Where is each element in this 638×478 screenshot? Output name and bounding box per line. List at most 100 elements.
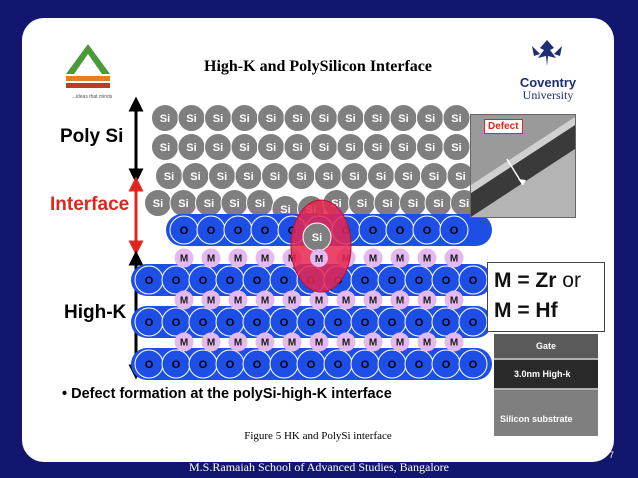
si-label: Si <box>402 171 412 183</box>
m-atom <box>363 332 383 352</box>
m-label: M <box>315 338 323 349</box>
o-label: O <box>172 317 181 329</box>
o-label: O <box>415 359 424 371</box>
si-label: Si <box>178 198 188 210</box>
o-label: O <box>388 359 397 371</box>
o-label: O <box>199 275 208 287</box>
o-label: O <box>253 359 262 371</box>
institute-logo-caption: ...ideas that.minds <box>71 94 113 100</box>
m-atom <box>201 332 221 352</box>
o-label: O <box>280 275 289 287</box>
o-label: O <box>415 317 424 329</box>
m-label: M <box>423 254 431 265</box>
m-atom <box>255 290 275 310</box>
m-label: M <box>396 254 404 265</box>
o-label: O <box>307 317 316 329</box>
m-label: M <box>234 338 242 349</box>
bullet-point: • Defect formation at the polySi-high-K … <box>62 386 392 402</box>
tem-substrate-label: Silicon substrate <box>500 414 573 424</box>
metal-legend-line1: M = Zr or <box>494 269 581 293</box>
si-label: Si <box>190 171 200 183</box>
si-label: Si <box>266 113 276 125</box>
m-label: M <box>207 338 215 349</box>
m-label: M <box>342 296 350 307</box>
tem-gate-layer <box>494 334 598 358</box>
m-atom <box>444 290 464 310</box>
m-label: M <box>396 296 404 307</box>
o-label: O <box>450 225 459 237</box>
si-label: Si <box>425 113 435 125</box>
m-atom <box>336 332 356 352</box>
o-atom <box>458 349 488 379</box>
m-atom <box>444 332 464 352</box>
o-label: O <box>442 317 451 329</box>
m-atom <box>282 290 302 310</box>
institute-logo-icon <box>66 44 110 88</box>
si-label: Si <box>376 171 386 183</box>
si-label: Si <box>160 142 170 154</box>
o-label: O <box>145 317 154 329</box>
si-label: Si <box>213 142 223 154</box>
tem-highk-layer <box>494 360 598 388</box>
o-label: O <box>145 359 154 371</box>
m-label: M <box>261 254 269 265</box>
m-atom <box>174 248 194 268</box>
o-label: O <box>396 225 405 237</box>
m-atom <box>309 290 329 310</box>
metal-legend-line2: M = Hf <box>494 299 558 322</box>
si-label: Si <box>164 171 174 183</box>
m-label: M <box>423 338 431 349</box>
m-atom <box>363 248 383 268</box>
si-label: Si <box>382 198 392 210</box>
si-label: Si <box>331 198 341 210</box>
m-label: M <box>261 296 269 307</box>
m-label: M <box>234 296 242 307</box>
o-label: O <box>172 275 181 287</box>
footer-text: M.S.Ramaiah School of Advanced Studies, … <box>189 460 449 474</box>
o-label: O <box>253 317 262 329</box>
si-label: Si <box>255 198 265 210</box>
m-atom <box>201 290 221 310</box>
m-label: M <box>342 338 350 349</box>
o-label: O <box>388 317 397 329</box>
tem-substrate-layer <box>494 390 598 436</box>
tem-cross-section: Gate 3.0nm High-k Silicon substrate <box>494 334 598 436</box>
o-label: O <box>180 225 189 237</box>
slide: ...ideas that.minds High-K and PolySilic… <box>22 18 614 462</box>
poly-si-label: Poly Si <box>60 126 124 147</box>
si-label: Si <box>160 113 170 125</box>
o-label: O <box>388 275 397 287</box>
o-label: O <box>369 225 378 237</box>
o-label: O <box>469 317 478 329</box>
si-label: Si <box>186 113 196 125</box>
o-label: O <box>199 317 208 329</box>
si-label: Si <box>270 171 280 183</box>
si-label: Si <box>239 113 249 125</box>
m-atom <box>228 248 248 268</box>
o-label: O <box>261 225 270 237</box>
si-label: Si <box>345 142 355 154</box>
si-label: Si <box>455 171 465 183</box>
o-label: O <box>334 317 343 329</box>
si-label: Si <box>217 171 227 183</box>
m-atom <box>174 290 194 310</box>
m-atom <box>444 248 464 268</box>
si-label: Si <box>266 142 276 154</box>
si-label: Si <box>239 142 249 154</box>
defect-tag: Defect <box>484 119 523 134</box>
defect-m-label: M <box>315 254 323 265</box>
m-atom <box>363 290 383 310</box>
si-label: Si <box>459 198 469 210</box>
o-label: O <box>145 275 154 287</box>
interface-label: Interface <box>50 194 130 215</box>
o-label: O <box>361 275 370 287</box>
si-label: Si <box>408 198 418 210</box>
m-label: M <box>450 254 458 265</box>
si-label: Si <box>153 198 163 210</box>
si-label: Si <box>357 198 367 210</box>
coventry-logo-text: Coventry University <box>508 76 588 102</box>
figure-caption: Figure 5 HK and PolySi interface <box>244 430 392 442</box>
si-label: Si <box>372 113 382 125</box>
o-label: O <box>442 275 451 287</box>
si-label: Si <box>243 171 253 183</box>
